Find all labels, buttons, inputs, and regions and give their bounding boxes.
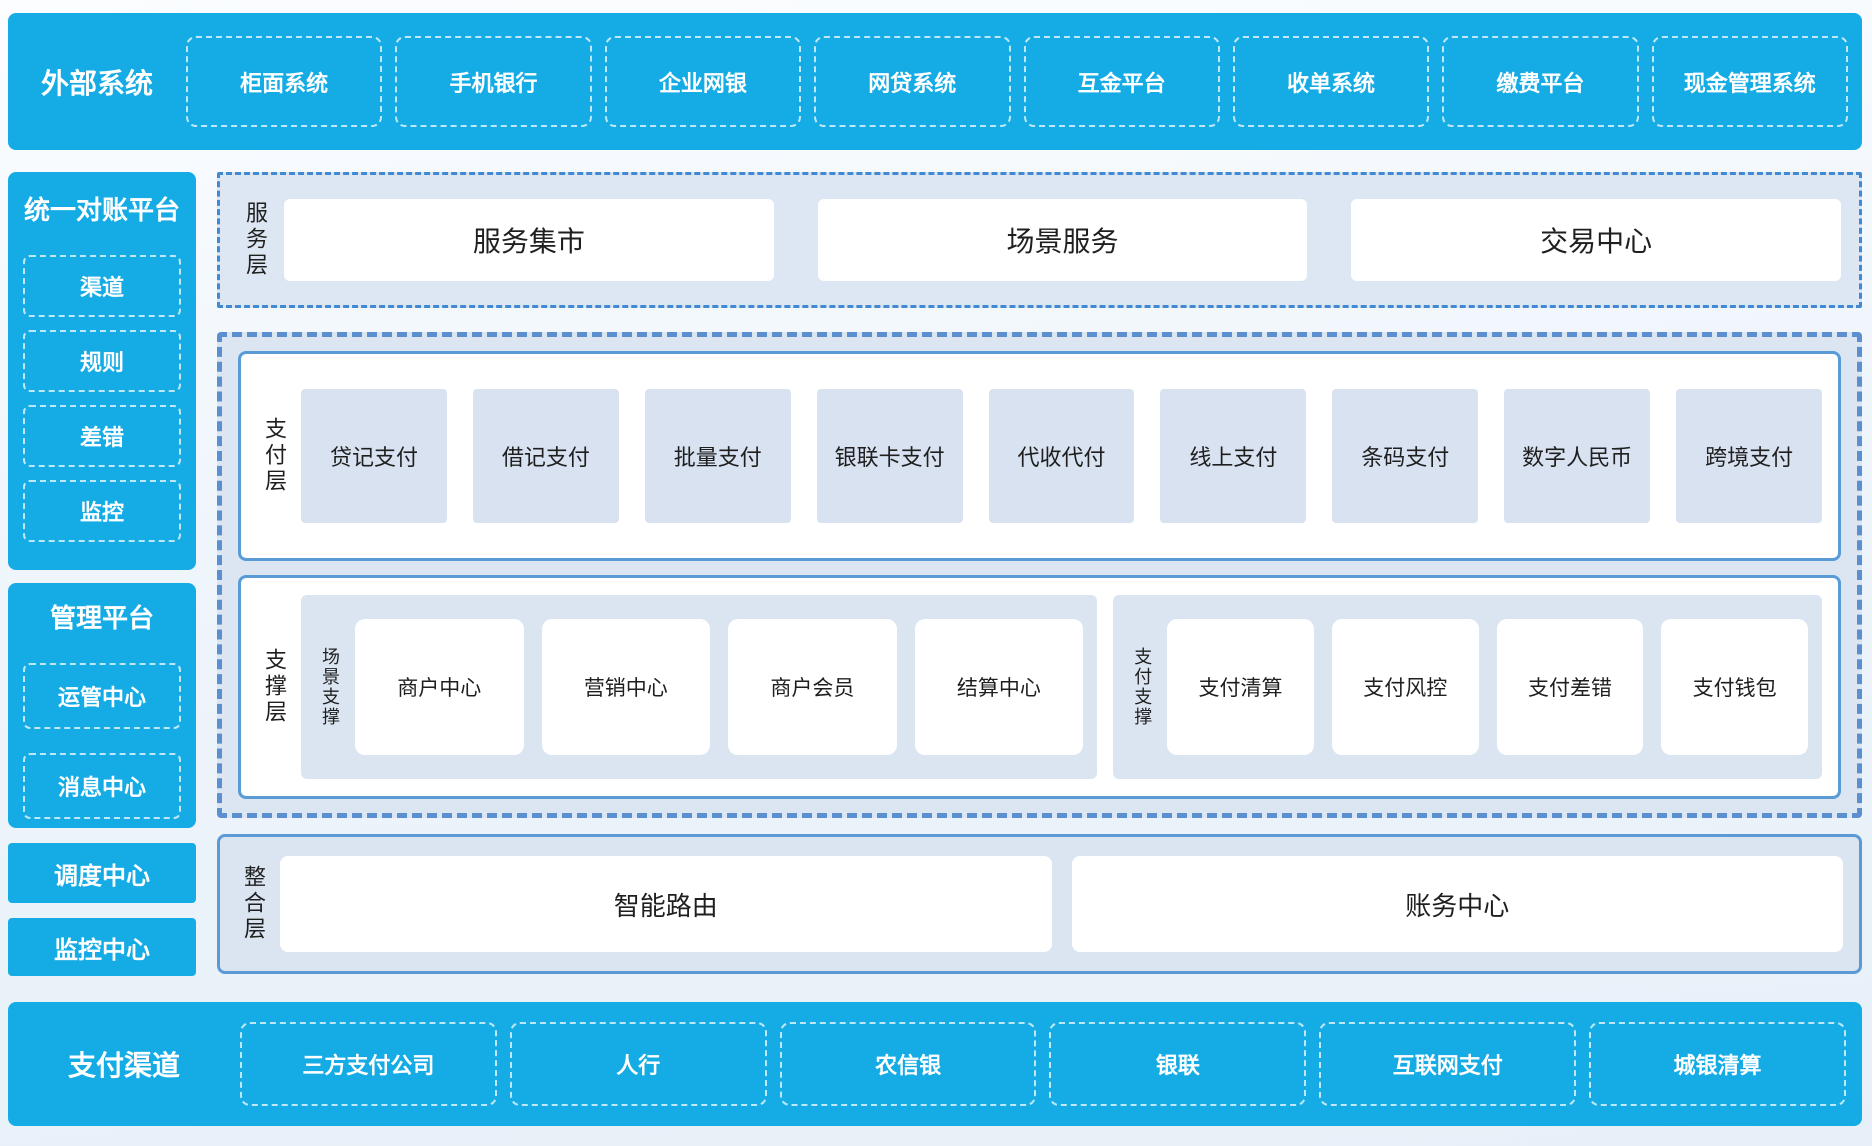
payment-channels-bar: 支付渠道 三方支付公司 人行 农信银 银联 互联网支付 城银清算 xyxy=(8,1002,1862,1126)
reconciliation-items: 渠道 规则 差错 监控 xyxy=(23,255,181,542)
payment-channels-label: 支付渠道 xyxy=(67,1050,180,1081)
core-layers-container: 支付层 贷记支付 借记支付 批量支付 银联卡支付 代收代付 线上支付 条码支付 … xyxy=(217,332,1862,818)
reconciliation-item: 差错 xyxy=(23,405,181,467)
management-platform-block: 管理平台 运管中心 消息中心 xyxy=(8,583,196,828)
payment-channel-item: 人行 xyxy=(509,1022,767,1106)
support-layer-label: 支撑层 xyxy=(262,648,287,726)
payment-item: 代收代付 xyxy=(988,389,1135,523)
management-item: 运管中心 xyxy=(23,663,181,729)
payment-support-label: 支付支撑 xyxy=(1132,647,1153,727)
support-layer-panels: 场景支撑 商户中心 营销中心 商户会员 结算中心 支付支撑 支付清算 xyxy=(301,595,1822,779)
monitor-center-block: 监控中心 xyxy=(8,918,196,976)
reconciliation-platform-title: 统一对账平台 xyxy=(23,195,180,225)
left-column: 统一对账平台 渠道 规则 差错 监控 管理平台 运管中心 消息中心 调度中心 监… xyxy=(8,172,196,976)
payment-item: 借记支付 xyxy=(472,389,619,523)
payment-channels-items: 三方支付公司 人行 农信银 银联 互联网支付 城银清算 xyxy=(240,1022,1846,1106)
support-layer: 支撑层 场景支撑 商户中心 营销中心 商户会员 结算中心 xyxy=(238,575,1841,799)
dispatch-center-block: 调度中心 xyxy=(8,843,196,903)
management-platform-title: 管理平台 xyxy=(49,603,154,633)
payment-item: 批量支付 xyxy=(644,389,791,523)
payment-channel-item: 城银清算 xyxy=(1589,1022,1846,1106)
payment-item: 数字人民币 xyxy=(1504,389,1651,523)
service-item: 场景服务 xyxy=(817,199,1308,281)
external-system-item: 收单系统 xyxy=(1232,36,1430,127)
scene-support-items: 商户中心 营销中心 商户会员 结算中心 xyxy=(355,619,1084,755)
reconciliation-item: 规则 xyxy=(23,330,181,392)
payment-layer-items: 贷记支付 借记支付 批量支付 银联卡支付 代收代付 线上支付 条码支付 数字人民… xyxy=(301,389,1823,523)
external-system-item: 手机银行 xyxy=(395,36,592,127)
integration-layer-label: 整合层 xyxy=(241,865,266,943)
management-items: 运管中心 消息中心 xyxy=(23,663,181,819)
external-system-item: 现金管理系统 xyxy=(1651,36,1848,127)
payment-support-panel: 支付支撑 支付清算 支付风控 支付差错 支付钱包 xyxy=(1113,595,1822,779)
reconciliation-platform-block: 统一对账平台 渠道 规则 差错 监控 xyxy=(8,172,196,570)
integration-layer: 整合层 智能路由 账务中心 xyxy=(217,834,1862,974)
payment-item: 条码支付 xyxy=(1332,389,1479,523)
payment-layer-label: 支付层 xyxy=(262,417,287,495)
payment-support-item: 支付钱包 xyxy=(1661,619,1809,755)
payment-channel-item: 农信银 xyxy=(779,1022,1037,1106)
external-system-item: 互金平台 xyxy=(1023,36,1220,127)
integration-layer-items: 智能路由 账务中心 xyxy=(280,856,1843,952)
integration-item: 智能路由 xyxy=(280,856,1052,952)
payment-support-items: 支付清算 支付风控 支付差错 支付钱包 xyxy=(1167,619,1809,755)
external-system-item: 网贷系统 xyxy=(814,36,1011,127)
external-systems-label: 外部系统 xyxy=(40,67,153,99)
payment-item: 线上支付 xyxy=(1160,389,1307,523)
scene-support-item: 商户会员 xyxy=(728,619,897,755)
service-layer-items: 服务集市 场景服务 交易中心 xyxy=(284,175,1842,305)
payment-support-item: 支付差错 xyxy=(1496,619,1644,755)
integration-item: 账务中心 xyxy=(1071,856,1843,952)
payment-channel-item: 三方支付公司 xyxy=(240,1022,497,1106)
payment-layer: 支付层 贷记支付 借记支付 批量支付 银联卡支付 代收代付 线上支付 条码支付 … xyxy=(238,351,1841,561)
external-systems-items: 柜面系统 手机银行 企业网银 网贷系统 互金平台 收单系统 缴费平台 现金管理系… xyxy=(186,36,1848,127)
external-system-item: 企业网银 xyxy=(604,36,802,127)
reconciliation-item: 渠道 xyxy=(23,255,181,317)
service-layer: 服务层 服务集市 场景服务 交易中心 xyxy=(217,172,1862,308)
payment-item: 贷记支付 xyxy=(301,389,447,523)
middle-region: 统一对账平台 渠道 规则 差错 监控 管理平台 运管中心 消息中心 调度中心 监… xyxy=(8,172,1862,976)
payment-channel-item: 互联网支付 xyxy=(1319,1022,1577,1106)
scene-support-label: 场景支撑 xyxy=(320,647,340,727)
scene-support-panel: 场景支撑 商户中心 营销中心 商户会员 结算中心 xyxy=(301,595,1098,779)
payment-item: 跨境支付 xyxy=(1676,389,1823,523)
service-item: 交易中心 xyxy=(1351,199,1842,281)
scene-support-item: 结算中心 xyxy=(914,619,1084,755)
scene-support-item: 商户中心 xyxy=(355,619,524,755)
reconciliation-item: 监控 xyxy=(23,480,181,542)
external-system-item: 柜面系统 xyxy=(186,36,383,127)
service-layer-label: 服务层 xyxy=(243,201,268,279)
scene-support-item: 营销中心 xyxy=(541,619,711,755)
management-item: 消息中心 xyxy=(23,753,181,819)
external-systems-bar: 外部系统 柜面系统 手机银行 企业网银 网贷系统 互金平台 收单系统 缴费平台 … xyxy=(8,13,1862,150)
payment-support-item: 支付清算 xyxy=(1167,619,1314,755)
service-item: 服务集市 xyxy=(284,199,774,281)
external-system-item: 缴费平台 xyxy=(1442,36,1639,127)
payment-item: 银联卡支付 xyxy=(816,389,963,523)
main-column: 服务层 服务集市 场景服务 交易中心 支付层 贷记支付 借记支付 批量支付 银联… xyxy=(217,172,1862,976)
payment-channel-item: 银联 xyxy=(1049,1022,1307,1106)
payment-support-item: 支付风控 xyxy=(1331,619,1479,755)
